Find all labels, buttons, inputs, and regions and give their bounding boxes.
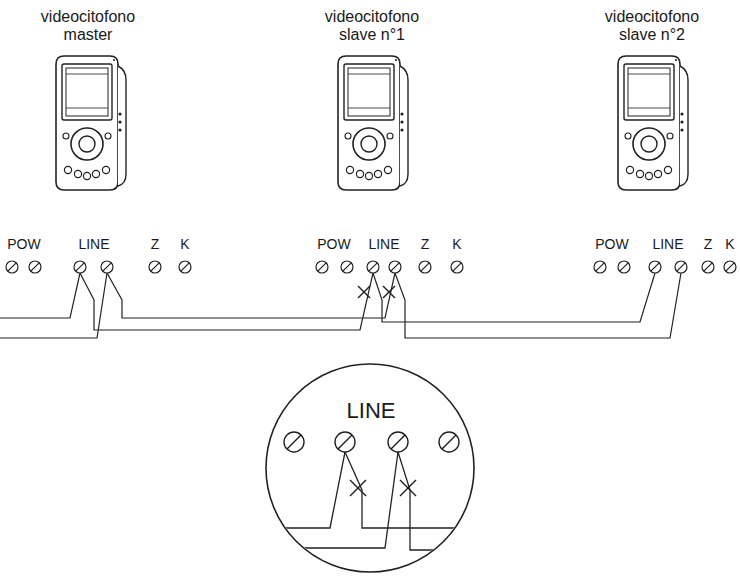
terminal-label: LINE — [652, 236, 683, 252]
terminal-label: K — [725, 236, 734, 252]
terminal-label: Z — [704, 236, 713, 252]
cut-marks — [358, 286, 395, 298]
terminal-label: K — [180, 236, 189, 252]
terminal-label: Z — [421, 236, 430, 252]
terminal-label: LINE — [368, 236, 399, 252]
device-label: videocitofono slave n°1 — [307, 8, 437, 45]
zoom-label: LINE — [347, 398, 396, 423]
wires — [0, 273, 681, 338]
terminal-label: POW — [317, 236, 350, 252]
terminal-label: POW — [595, 236, 628, 252]
device-slave-2 — [618, 56, 688, 190]
terminal-label: Z — [151, 236, 160, 252]
terminal-label: POW — [7, 236, 40, 252]
terminal-label: LINE — [78, 236, 109, 252]
device-label: videocitofono slave n°2 — [587, 8, 717, 45]
device-slave-1 — [338, 56, 408, 190]
device-master — [56, 56, 126, 190]
terminals — [6, 261, 736, 273]
terminal-label: K — [452, 236, 461, 252]
zoom-detail — [260, 364, 480, 572]
device-label: videocitofono master — [23, 8, 153, 45]
